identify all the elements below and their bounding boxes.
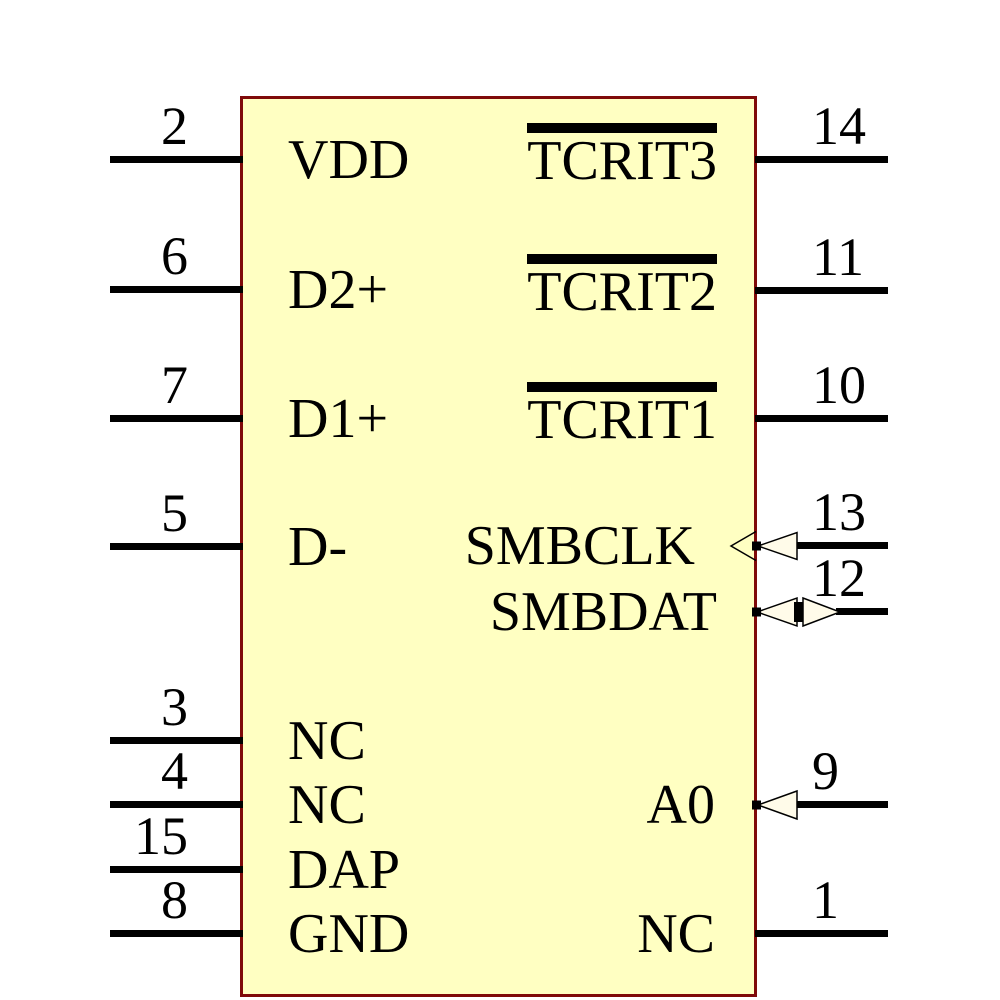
pin-number-7: 7 xyxy=(161,355,188,415)
tcrit1-overline-text: TCRIT1 xyxy=(527,382,717,448)
pin-number-3: 3 xyxy=(161,677,188,737)
pin-label-gnd: GND xyxy=(288,903,410,965)
a0-input-arrow-icon xyxy=(755,789,798,821)
pin-label-nc-1: NC xyxy=(637,903,715,965)
smbdat-arrow-bar xyxy=(794,602,803,622)
pin-wire-5[interactable] xyxy=(110,543,243,550)
pin-wire-4[interactable] xyxy=(110,801,243,808)
pin-number-6: 6 xyxy=(161,226,188,286)
pin-label-smbdat: SMBDAT xyxy=(489,581,717,643)
pin-wire-14[interactable] xyxy=(755,156,888,163)
pin-wire-1[interactable] xyxy=(755,930,888,937)
pin-wire-15[interactable] xyxy=(110,866,243,873)
pin-label-d1plus: D1+ xyxy=(288,388,389,450)
pin-wire-6[interactable] xyxy=(110,286,243,293)
pin-label-dap: DAP xyxy=(288,839,401,901)
pin-number-15: 15 xyxy=(134,806,188,866)
pin-label-nc-3: NC xyxy=(288,710,366,772)
pin-wire-9[interactable] xyxy=(794,801,888,808)
pin-number-11: 11 xyxy=(812,227,864,287)
tcrit2-overline-text: TCRIT2 xyxy=(527,254,717,320)
pin-number-12: 12 xyxy=(812,548,866,608)
pin-number-8: 8 xyxy=(161,870,188,930)
pin-label-smbclk: SMBCLK xyxy=(464,515,695,577)
pin-label-tcrit3: TCRIT3 xyxy=(527,123,717,189)
pin-number-13: 13 xyxy=(812,482,866,542)
pin-number-4: 4 xyxy=(161,741,188,801)
pin-number-5: 5 xyxy=(161,483,188,543)
pin-number-9: 9 xyxy=(812,741,839,801)
pin-label-tcrit2: TCRIT2 xyxy=(527,254,717,320)
smbdat-left-arrow-icon xyxy=(754,596,798,628)
pin-number-1: 1 xyxy=(812,870,839,930)
pin-wire-7[interactable] xyxy=(110,415,243,422)
pin-label-tcrit1: TCRIT1 xyxy=(527,382,717,448)
pin-label-dminus: D- xyxy=(288,516,348,578)
pin-label-a0: A0 xyxy=(646,774,715,836)
ic-body[interactable] xyxy=(240,96,757,997)
pin-number-10: 10 xyxy=(812,355,866,415)
pin-wire-8[interactable] xyxy=(110,930,243,937)
pin-label-nc-4: NC xyxy=(288,774,366,836)
pin-wire-13[interactable] xyxy=(794,542,888,549)
pin-wire-11[interactable] xyxy=(755,287,888,294)
smbclk-input-arrow-icon xyxy=(755,531,798,561)
pin-number-14: 14 xyxy=(812,96,866,156)
pin-wire-12[interactable] xyxy=(836,608,888,615)
pin-label-d2plus: D2+ xyxy=(288,259,389,321)
tcrit3-overline-text: TCRIT3 xyxy=(527,123,717,189)
pin-wire-10[interactable] xyxy=(755,415,888,422)
pin-wire-3[interactable] xyxy=(110,737,243,744)
pin-number-2: 2 xyxy=(161,96,188,156)
pin-label-vdd: VDD xyxy=(288,129,410,191)
pin-wire-2[interactable] xyxy=(110,156,243,163)
